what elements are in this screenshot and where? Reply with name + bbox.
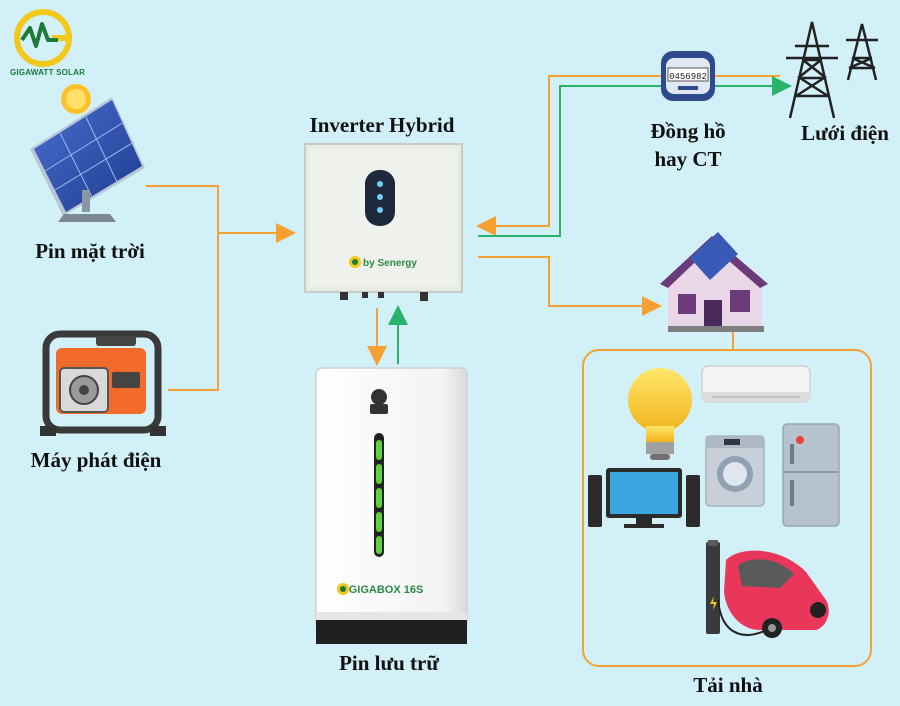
generator-icon xyxy=(40,330,166,436)
light-bulb-icon xyxy=(628,368,692,460)
inverter-label: Inverter Hybrid xyxy=(310,113,455,137)
gigawatt-logo-icon xyxy=(14,9,72,67)
battery-model: GIGABOX 16S xyxy=(349,584,424,596)
flow-inverter-house xyxy=(478,256,662,316)
washing-machine-icon xyxy=(705,435,765,507)
battery-label: Pin lưu trữ xyxy=(339,651,439,675)
meter-label-line2: hay CT xyxy=(654,147,721,171)
power-tower-icon xyxy=(786,21,878,119)
solar-label: Pin mặt trời xyxy=(35,239,145,263)
air-conditioner-icon xyxy=(701,365,811,403)
flow-generator-inverter xyxy=(168,233,219,391)
inverter-brand-mark: by Senergy xyxy=(363,258,417,269)
meter-reading: 0456982 xyxy=(669,72,707,82)
electric-car-icon xyxy=(706,540,829,638)
refrigerator-icon xyxy=(782,423,840,527)
flow-grid-inverter xyxy=(476,75,780,236)
house-icon xyxy=(660,232,768,332)
inverter-icon xyxy=(304,143,463,301)
meter-icon xyxy=(661,51,715,101)
generator-label: Máy phát điện xyxy=(31,448,162,472)
brand-name: GIGAWATT SOLAR xyxy=(10,68,86,77)
meter-label-line1: Đồng hồ xyxy=(650,119,725,143)
loads-frame xyxy=(582,349,872,667)
solar-panel-icon xyxy=(30,84,145,222)
battery-icon xyxy=(315,367,468,644)
grid-label: Lưới điện xyxy=(801,121,889,145)
television-icon xyxy=(588,468,700,528)
loads-label: Tải nhà xyxy=(693,673,763,697)
flow-solar-inverter xyxy=(146,185,296,243)
flow-inverter-grid xyxy=(478,76,792,237)
